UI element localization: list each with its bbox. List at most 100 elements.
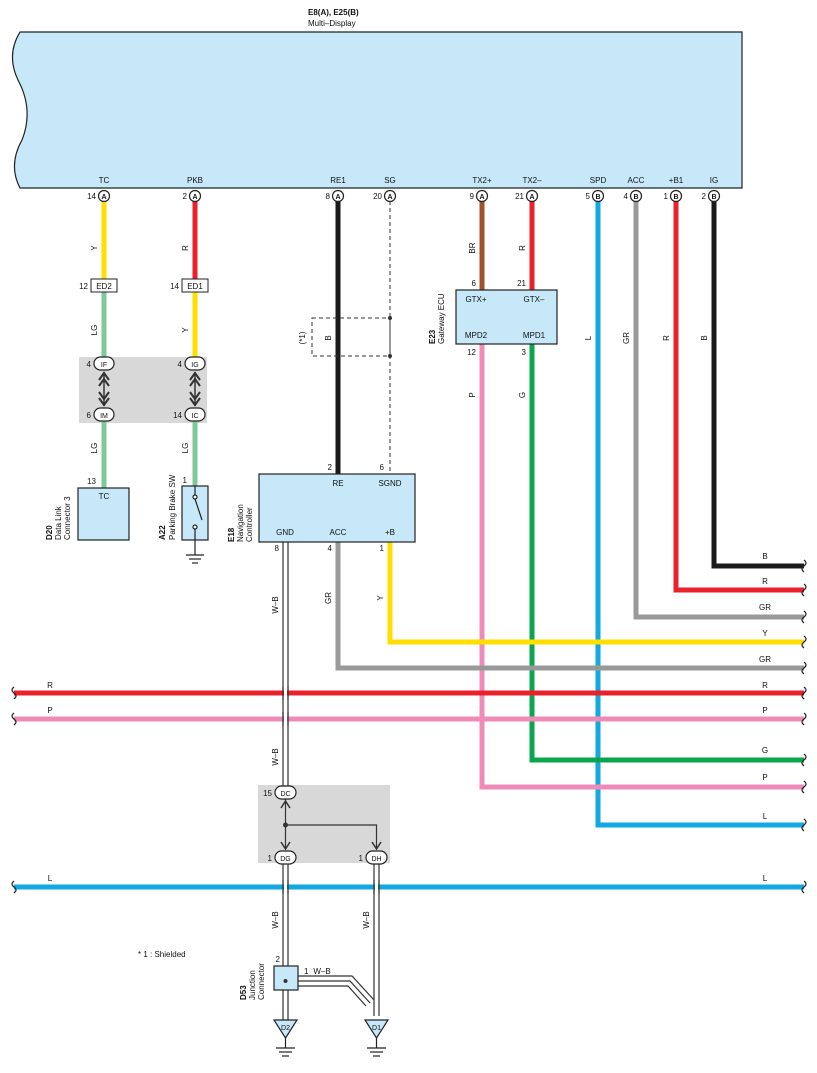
svg-text:LG: LG: [90, 325, 99, 336]
svg-text:B: B: [324, 335, 333, 340]
connector-ed1-num: 14: [170, 282, 179, 291]
ground-d1: [363, 1019, 390, 1057]
wire-p: [479, 344, 804, 790]
shield-bracket: [311, 317, 391, 357]
e23-name: Gateway ECU: [437, 293, 446, 344]
e23-gtxm: GTX–: [524, 295, 545, 304]
connector-dc-num: 15: [263, 789, 272, 798]
a22-name: Parking Brake SW: [168, 474, 177, 540]
pin-name: PKB: [187, 176, 203, 185]
connector-ed1: [181, 278, 209, 293]
splice-connectors-bottom: [274, 785, 388, 865]
d53-pin2: 2: [276, 955, 281, 964]
svg-text:14: 14: [87, 192, 96, 201]
right-wire-labels: B R GR Y GR R P G P L L: [759, 552, 771, 883]
pin-name: SG: [384, 176, 396, 185]
svg-text:P: P: [762, 773, 767, 782]
d20-line2: Connector 3: [63, 496, 72, 540]
svg-text:G: G: [762, 746, 768, 755]
connector-ed2: [90, 278, 118, 293]
display-pin-names: TC PKB RE1 SG TX2+ TX2– SPD ACC +B1 IG: [99, 176, 719, 185]
svg-text:Y: Y: [376, 595, 385, 601]
e18-re: RE: [332, 479, 343, 488]
svg-text:R: R: [47, 681, 53, 690]
connector-dh: DH: [371, 856, 381, 863]
e18-code: E18: [227, 527, 236, 542]
svg-text:A: A: [192, 194, 197, 201]
pin-name: TC: [99, 176, 110, 185]
ground-d1-label: D1: [372, 1025, 381, 1032]
svg-text:A: A: [335, 194, 340, 201]
svg-text:G: G: [518, 392, 527, 398]
svg-text:R: R: [762, 577, 768, 586]
svg-text:W–B: W–B: [271, 911, 280, 928]
wire-break-marks-left: [11, 686, 17, 894]
display-code: E8(A), E25(B): [308, 8, 359, 17]
e18-line2: Controller: [245, 507, 254, 542]
wire-r: [673, 201, 804, 593]
svg-text:B: B: [762, 552, 767, 561]
wire-break-marks-right: [801, 559, 807, 894]
splice-connectors: [93, 356, 206, 422]
gateway-ecu: [455, 289, 558, 345]
svg-text:B: B: [711, 194, 716, 201]
shield-dot: [388, 316, 392, 320]
e18-line1: Navigation: [236, 504, 245, 542]
svg-text:R: R: [518, 245, 527, 251]
svg-text:A: A: [479, 194, 484, 201]
multi-display-box: [11, 31, 743, 189]
navigation-controller: [258, 473, 416, 543]
e18-acc: ACC: [330, 528, 347, 537]
svg-text:L: L: [48, 874, 53, 883]
junction-dot: [283, 979, 288, 983]
svg-text:A: A: [101, 194, 106, 201]
svg-text:B: B: [633, 194, 638, 201]
svg-text:P: P: [47, 706, 52, 715]
svg-text:Y: Y: [762, 629, 768, 638]
d20-code: D20: [45, 525, 54, 540]
display-pin-conn: A A A A A A B B B B: [101, 194, 716, 201]
svg-text:L: L: [584, 335, 593, 340]
svg-text:W–B: W–B: [271, 596, 280, 613]
wire-wb-gnd: [282, 542, 380, 1020]
svg-text:2: 2: [702, 192, 707, 201]
pin-name: IG: [710, 176, 718, 185]
svg-text:R: R: [762, 681, 768, 690]
svg-text:B: B: [700, 335, 709, 340]
svg-text:BR: BR: [468, 242, 477, 253]
wire-l: [595, 201, 804, 828]
svg-text:GR: GR: [324, 592, 333, 604]
svg-text:4: 4: [624, 192, 629, 201]
e23-gtxm-pin: 21: [517, 279, 526, 288]
svg-text:P: P: [468, 392, 477, 397]
svg-text:21: 21: [515, 192, 524, 201]
e23-gtxp: GTX+: [465, 295, 486, 304]
svg-text:P: P: [762, 706, 767, 715]
d20-line1: Data Link: [54, 505, 63, 540]
svg-text:B: B: [595, 194, 600, 201]
pin-name: +B1: [669, 176, 684, 185]
e18-acc-pin: 4: [328, 544, 333, 553]
wire-gr: [633, 201, 804, 620]
svg-text:W–B: W–B: [362, 911, 371, 928]
e23-mpd1: MPD1: [523, 331, 546, 340]
shield-dot: [388, 354, 392, 358]
svg-text:W–B: W–B: [313, 967, 330, 976]
d53-line1: Junction: [248, 970, 257, 1000]
wire-crossing-gaps: [284, 689, 378, 891]
connector-ed2-num: 12: [79, 282, 88, 291]
svg-text:B: B: [673, 194, 678, 201]
svg-text:L: L: [763, 812, 768, 821]
svg-text:20: 20: [373, 192, 382, 201]
wire-b: [711, 201, 804, 569]
connector-ig: IG: [191, 362, 198, 369]
svg-text:L: L: [763, 874, 768, 883]
ground-d2: [272, 1019, 299, 1057]
svg-text:5: 5: [586, 192, 591, 201]
display-name: Multi–Display: [308, 19, 356, 28]
svg-text:R: R: [662, 335, 671, 341]
svg-text:GR: GR: [622, 332, 631, 344]
e18-gnd: GND: [276, 528, 294, 537]
a22-code: A22: [158, 525, 167, 540]
wire-wb-overlay: [282, 686, 380, 894]
